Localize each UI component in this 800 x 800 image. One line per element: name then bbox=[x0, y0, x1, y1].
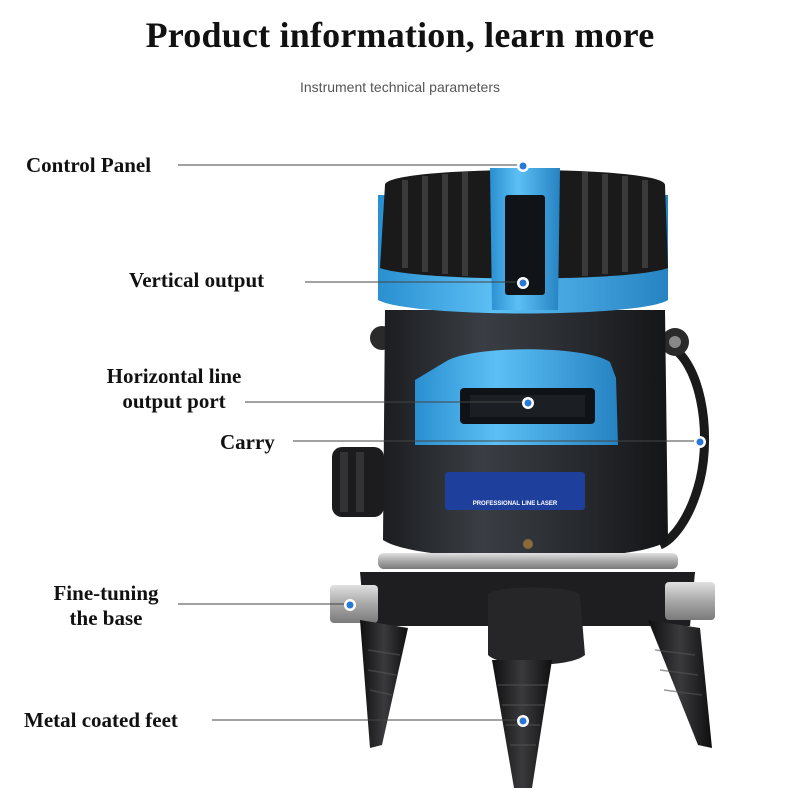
label-fine-tuning-line1: Fine-tuning bbox=[53, 581, 159, 605]
chrome-ring bbox=[378, 553, 678, 569]
label-metal-feet: Metal coated feet bbox=[24, 708, 178, 732]
label-fine-tuning-line2: the base bbox=[69, 606, 143, 630]
label-carry: Carry bbox=[220, 430, 275, 454]
base-hub bbox=[488, 587, 585, 665]
brand-badge-text: PROFESSIONAL LINE LASER bbox=[473, 501, 558, 507]
label-control-panel: Control Panel bbox=[26, 153, 152, 177]
label-horizontal-output-line1: Horizontal line bbox=[106, 364, 242, 388]
label-vertical-output: Vertical output bbox=[129, 268, 265, 292]
foot-right bbox=[648, 620, 712, 748]
carry-handle bbox=[657, 340, 710, 550]
page-title: Product information, learn more bbox=[145, 15, 655, 55]
fine-tuning-knob-right bbox=[665, 582, 715, 620]
label-fine-tuning: Fine-tuning the base bbox=[38, 581, 174, 631]
label-horizontal-output: Horizontal line output port bbox=[94, 364, 254, 414]
body-screw bbox=[523, 539, 533, 549]
callout-dots bbox=[344, 160, 706, 727]
foot-left bbox=[360, 620, 408, 748]
label-horizontal-output-line2: output port bbox=[122, 389, 226, 413]
page-subtitle: Instrument technical parameters bbox=[300, 79, 500, 95]
brand-badge bbox=[445, 472, 585, 510]
